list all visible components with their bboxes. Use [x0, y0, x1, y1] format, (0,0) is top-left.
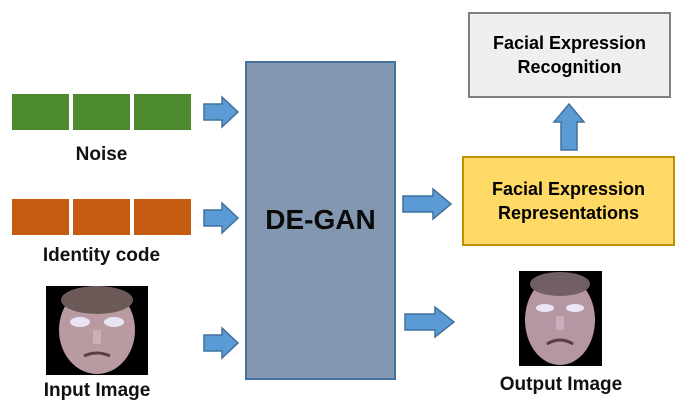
arrow-degan-to-output-image [404, 305, 456, 339]
identity-cell-1 [12, 199, 69, 235]
representations-label-line1: Facial Expression [491, 178, 646, 199]
arrow-identity-to-degan [203, 201, 240, 235]
noise-cell-2 [73, 94, 130, 130]
identity-code-vector [12, 199, 191, 235]
recognition-label-line2: Recognition [517, 57, 622, 77]
noise-cell-1 [12, 94, 69, 130]
identity-cell-2 [73, 199, 130, 235]
arrow-representations-to-recognition [552, 102, 586, 151]
arrow-input-image-to-degan [203, 326, 240, 360]
de-gan-label: DE-GAN [265, 204, 376, 236]
facial-expression-representations-box [462, 156, 675, 246]
arrow-noise-to-degan [203, 95, 240, 129]
input-face-image [46, 286, 148, 375]
representations-label-line2: Representations [497, 203, 640, 223]
identity-cell-3 [134, 199, 191, 235]
output-face-image [519, 271, 602, 366]
input-image-label: Input Image [43, 380, 151, 401]
representations-label: Facial Expression Representations [463, 157, 674, 245]
identity-code-label: Identity code [42, 245, 161, 266]
noise-cell-3 [134, 94, 191, 130]
de-gan-block [245, 61, 396, 380]
facial-expression-recognition-box [468, 12, 671, 98]
noise-vector [12, 94, 191, 130]
recognition-label: Facial Expression Recognition [469, 13, 670, 97]
output-image-label: Output Image [499, 374, 623, 395]
arrow-degan-to-representations [402, 187, 453, 221]
noise-label: Noise [75, 144, 128, 165]
recognition-label-line1: Facial Expression [492, 32, 647, 53]
